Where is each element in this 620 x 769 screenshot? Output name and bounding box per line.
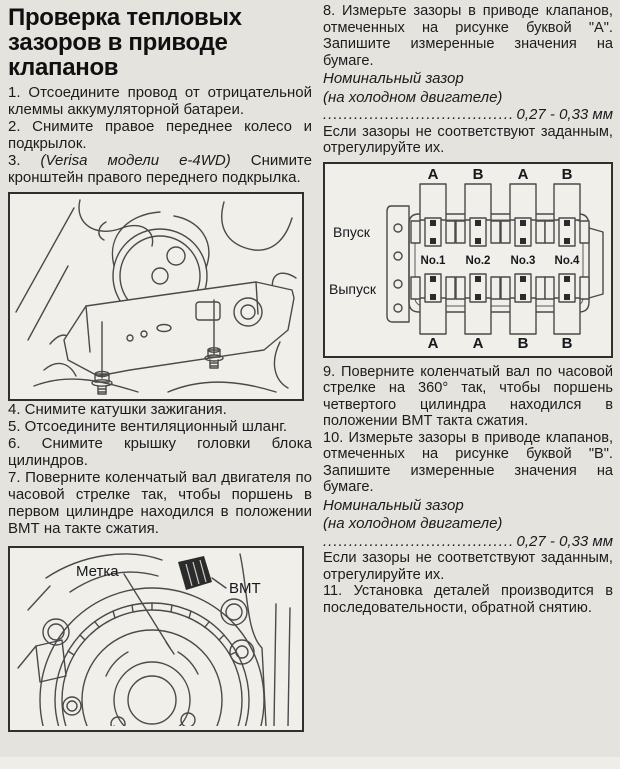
nominal-clearance-title-1: Номинальный зазор bbox=[323, 70, 464, 87]
bottom-valve-label-3: В bbox=[518, 335, 529, 352]
engine-undercover-drawing bbox=[15, 199, 297, 395]
leader-dots: ........................................… bbox=[323, 106, 513, 123]
bottom-valve-label-2: А bbox=[473, 335, 484, 352]
cylinder-label-4: No.4 bbox=[555, 255, 581, 267]
exhaust-valve-row bbox=[410, 272, 590, 303]
cylinder-label-1: No.1 bbox=[421, 255, 447, 267]
mounting-bolt-icon-2 bbox=[204, 347, 224, 369]
nominal-clearance-condition-1: (на холодном двигателе) bbox=[323, 88, 503, 106]
title-line-2: зазоров в приводе bbox=[8, 29, 228, 56]
page-edge bbox=[0, 757, 620, 769]
page-title: Проверка тепловых зазоров в приводе клап… bbox=[8, 5, 312, 80]
nominal-clearance-title-2: Номинальный зазор bbox=[323, 496, 464, 514]
top-valve-label-1: А bbox=[428, 166, 439, 183]
top-valve-label-2: В bbox=[473, 166, 484, 183]
valve-clearance-figure: А В А В А А В В Впуск Выпуск No.1 No.2 N… bbox=[323, 161, 613, 358]
title-line-3: клапанов bbox=[8, 54, 119, 81]
valve-arrangement-drawing: А В А В А А В В Впуск Выпуск No.1 No.2 N… bbox=[329, 166, 604, 352]
tdc-label: ВМТ bbox=[229, 580, 261, 597]
exhaust-row-label: Выпуск bbox=[329, 281, 377, 297]
top-valve-label-3: А bbox=[518, 166, 529, 183]
clearance-value: 0,27 - 0,33 мм bbox=[516, 532, 613, 550]
intake-row-label: Впуск bbox=[333, 224, 371, 240]
step-9: 9. Поверните коленчатый вал по часовой с… bbox=[323, 363, 613, 430]
step-3-text: Снимите кронштейн правого переднего подк… bbox=[8, 152, 312, 186]
step-2: 2. Снимите правое переднее колесо и подк… bbox=[8, 118, 312, 152]
step-7: 7. Поверните коленчатый вал двигателя по… bbox=[8, 469, 312, 537]
cylinder-label-2: No.2 bbox=[466, 255, 491, 267]
step-8: 8. Измерьте зазоры в приводе клапанов, о… bbox=[323, 3, 613, 69]
adjust-note-1: Если зазоры не соответствуют заданным, о… bbox=[323, 123, 613, 157]
intake-valve-row bbox=[410, 216, 590, 247]
step-3-number: 3. bbox=[8, 152, 41, 169]
step-10: 10. Измерьте зазоры в приводе клапанов, … bbox=[323, 429, 613, 496]
step-5: 5. Отсоедините вентиляционный шланг. bbox=[8, 418, 288, 435]
leader-dots: ........................................… bbox=[323, 532, 513, 550]
left-column: Проверка тепловых зазоров в приводе клап… bbox=[8, 0, 312, 732]
bottom-valve-label-4: В bbox=[562, 335, 573, 352]
mounting-bolt-icon-1 bbox=[91, 370, 113, 395]
nominal-clearance-value-1: ........................................… bbox=[323, 106, 613, 124]
engine-undercover-figure bbox=[8, 192, 304, 401]
nominal-clearance-condition-2: (на холодном двигателе) bbox=[323, 515, 503, 532]
flywheel-tdc-figure: Метка ВМТ bbox=[8, 546, 304, 732]
step-4: 4. Снимите катушки зажигания. bbox=[8, 401, 227, 418]
clearance-value: 0,27 - 0,33 мм bbox=[516, 106, 613, 123]
title-line-1: Проверка тепловых bbox=[8, 4, 242, 31]
cylinder-label-3: No.3 bbox=[511, 255, 536, 267]
flywheel-tdc-drawing: Метка ВМТ bbox=[17, 553, 291, 726]
step-11: 11. Установка деталей производится в пос… bbox=[323, 583, 613, 616]
adjust-note-2: Если зазоры не соответствуют заданным, о… bbox=[323, 550, 613, 583]
undercover-bracket bbox=[63, 281, 295, 377]
nominal-clearance-value-2: ........................................… bbox=[323, 533, 613, 551]
timing-mark-label: Метка bbox=[76, 563, 119, 580]
step-6: 6. Снимите крышку головки блока цилиндро… bbox=[8, 435, 312, 469]
tdc-pointer-mark bbox=[178, 556, 212, 590]
step-1: 1. Отсоедините провод от отрицательной к… bbox=[8, 84, 312, 118]
top-valve-label-4: В bbox=[562, 166, 573, 183]
step-3-model-note: (Verisa модели e-4WD) bbox=[40, 152, 231, 169]
bottom-valve-label-1: А bbox=[428, 335, 439, 352]
right-column: 8. Измерьте зазоры в приводе клапанов, о… bbox=[323, 0, 613, 616]
step-3: 3. (Verisa модели e-4WD) Снимите кронште… bbox=[8, 152, 312, 186]
